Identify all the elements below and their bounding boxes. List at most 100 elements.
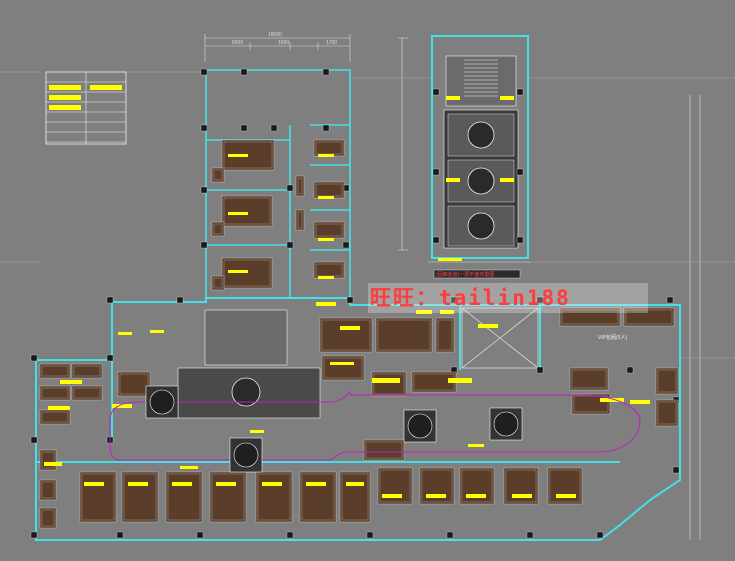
pillar [240,124,248,132]
dim-top-part-3: 1700 [326,40,337,46]
furniture-detail [41,387,69,399]
furniture-detail [323,357,363,379]
furniture-detail [549,469,581,503]
furniture-item [313,139,345,157]
furniture-item [375,317,433,353]
pillar [196,531,204,539]
furniture-detail [571,369,607,389]
furniture-detail [41,509,55,527]
furniture-item [295,175,305,197]
yellow-annotation [440,310,454,314]
furniture-item [39,363,71,379]
pillar [106,354,114,362]
furniture-group [39,139,679,529]
furniture-item [121,471,159,523]
atrium [461,307,539,369]
pillar [286,241,294,249]
yellow-annotation [112,404,132,408]
furniture-detail [223,141,273,169]
yellow-annotation [216,482,236,486]
pillar [200,186,208,194]
legend-swatch [90,85,122,90]
furniture-detail [73,365,101,377]
furniture-item [39,449,57,471]
yellow-annotation [500,96,514,100]
yellow-annotation [438,258,462,261]
pillar [176,296,184,304]
yellow-annotation [318,238,334,241]
furniture-item [569,367,609,391]
pillar [516,88,524,96]
yellow-annotation [128,482,148,486]
furniture-detail [213,277,223,289]
furniture-item [313,261,345,279]
furniture-detail [73,387,101,399]
furniture-detail [373,373,405,395]
pillar [342,241,350,249]
pillar [200,124,208,132]
furniture-item [211,275,225,291]
background-grid [0,71,735,359]
pillar [346,296,354,304]
pillar [106,296,114,304]
yellow-annotation [466,494,486,498]
yellow-annotation [172,482,192,486]
furniture-detail [211,473,245,521]
furniture-detail [625,309,673,325]
furniture-item [299,471,337,523]
furniture-detail [437,319,453,351]
tower-title: (回廊走道)一层平面布置图 [436,271,494,278]
yellow-annotation [340,326,360,330]
furniture-detail [657,401,677,425]
yellow-annotation [48,406,70,410]
yellow-annotation [318,276,334,279]
furniture-detail [213,223,223,235]
furniture-item [209,471,247,523]
furniture-item [117,371,151,397]
pillar [672,466,680,474]
furniture-item [547,467,583,505]
yellow-annotation [426,494,446,498]
yellow-annotation [180,466,198,469]
furniture-detail [379,469,411,503]
yellow-annotation [250,430,264,433]
pillar [432,168,440,176]
furniture-item [371,371,407,397]
furniture-detail [573,395,609,413]
round-tables [145,385,523,473]
furniture-item [71,385,103,401]
furniture-item [459,467,495,505]
pillar [626,366,634,374]
pillar [536,366,544,374]
furniture-detail [41,411,69,423]
yellow-annotation [556,494,576,498]
pillar [526,531,534,539]
furniture-item [339,471,371,523]
pillar [30,436,38,444]
furniture-detail [341,473,369,521]
furniture-item [655,399,679,427]
yellow-annotation [150,330,164,333]
yellow-annotation [318,154,334,157]
yellow-annotation [330,362,354,365]
dim-top-total: 18000 [268,32,282,38]
pillar [200,241,208,249]
furniture-detail [167,473,201,521]
furniture-detail [461,469,493,503]
furniture-detail [41,481,55,499]
furniture-item [419,467,455,505]
furniture-item [377,467,413,505]
furniture-item [559,307,621,327]
pillar [516,236,524,244]
furniture-item [623,307,675,327]
yellow-annotation [306,482,326,486]
yellow-annotation [468,444,484,447]
pillar [322,124,330,132]
furniture-item [503,467,539,505]
furniture-item [221,195,273,227]
pillar [536,296,544,304]
yellow-annotation [118,332,132,335]
yellow-annotation [512,494,532,498]
furniture-detail [223,197,271,225]
furniture-detail [119,373,149,395]
